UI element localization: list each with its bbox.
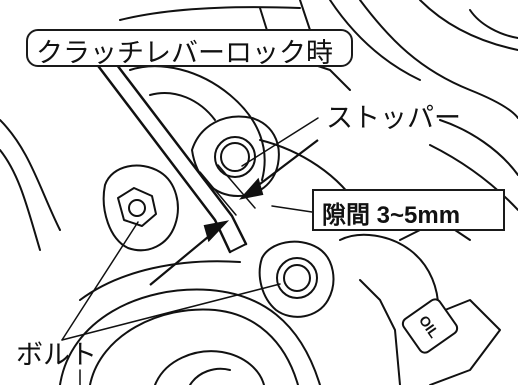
title-box	[26, 29, 353, 67]
left-bolt-head	[117, 187, 157, 227]
bolt-label: ボルト	[16, 340, 97, 371]
gap-callout-box	[312, 189, 505, 231]
diagram-title: クラッチレバーロック時	[36, 38, 333, 69]
lower-bolt	[276, 257, 318, 299]
stopper-label: ストッパー	[326, 103, 461, 134]
oil-cap-icon: OIL	[401, 298, 459, 354]
gap-label: 隙間 3~5mm	[322, 202, 461, 229]
